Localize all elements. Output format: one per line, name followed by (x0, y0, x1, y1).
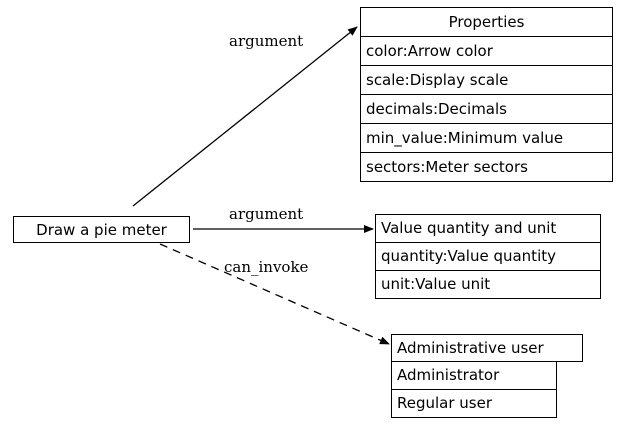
node-properties-header: Properties (360, 7, 613, 37)
edge-label-to-value: argument (229, 205, 304, 223)
node-properties-row-scale: scale:Display scale (360, 66, 613, 95)
edge-label-to-admin-user: can_invoke (224, 258, 309, 276)
node-draw-a-pie-meter-label: Draw a pie meter (36, 220, 167, 239)
node-properties-row-sectors: sectors:Meter sectors (360, 153, 613, 182)
node-administrative-user[interactable]: Administrative user Administrator Regula… (391, 334, 583, 418)
node-value-quantity-and-unit-header: Value quantity and unit (375, 214, 601, 243)
node-value-quantity-and-unit[interactable]: Value quantity and unit quantity:Value q… (375, 214, 601, 299)
edge-label-to-properties: argument (229, 32, 304, 50)
node-administrative-user-row-regular-user: Regular user (391, 390, 557, 418)
node-properties[interactable]: Properties color:Arrow color scale:Displ… (360, 7, 613, 182)
node-draw-a-pie-meter[interactable]: Draw a pie meter (13, 216, 190, 243)
node-value-quantity-and-unit-row-quantity: quantity:Value quantity (375, 243, 601, 271)
node-properties-row-min-value: min_value:Minimum value (360, 124, 613, 153)
node-administrative-user-row-administrator: Administrator (391, 362, 557, 390)
edge-line-to-properties (132, 26, 358, 207)
node-administrative-user-header: Administrative user (391, 334, 583, 362)
node-value-quantity-and-unit-row-unit: unit:Value unit (375, 271, 601, 299)
node-properties-row-color: color:Arrow color (360, 37, 613, 66)
node-properties-row-decimals: decimals:Decimals (360, 95, 613, 124)
